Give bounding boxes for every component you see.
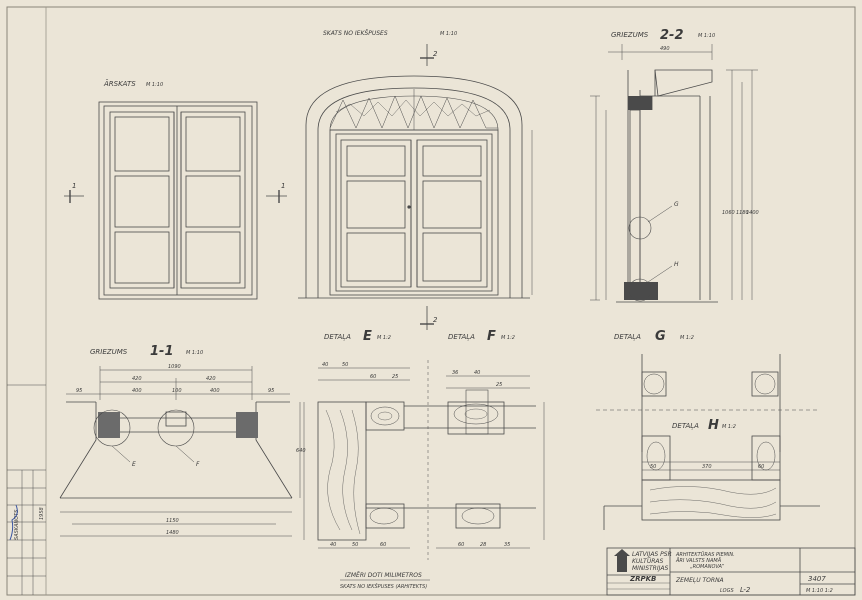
griez11-title: GRIEZUMS: [90, 348, 128, 356]
section-mark-2-bottom: [420, 306, 434, 330]
dim-f-4: 28: [480, 542, 486, 548]
dim-g11-r1-1: 400: [132, 388, 142, 394]
callout-g: G: [674, 201, 679, 208]
detail-e-f-view: [303, 360, 545, 560]
callout-e: E: [132, 461, 136, 468]
callout-h: H: [674, 261, 679, 268]
detG-letter: G: [655, 329, 666, 344]
detF-title: DETAĻA: [448, 333, 475, 341]
dim-g11-r1-2: 100: [172, 388, 182, 394]
side-stamp-date: 1958: [39, 507, 45, 520]
dim-e-2: 60: [370, 374, 376, 380]
tb-org-code: ZRPKB: [629, 575, 656, 583]
tb-org-3: MINISTRIJAS: [632, 565, 668, 572]
side-stamp-label: SASKAŅOTS: [14, 509, 20, 540]
dim-g22-h1: 1180: [736, 210, 749, 216]
dim-f-0: 36: [452, 370, 458, 376]
dim-g11-top-total: 1090: [168, 364, 181, 370]
detF-scale: M 1:2: [501, 335, 515, 341]
dim-g11-r1-0: 95: [76, 388, 82, 394]
section-mark-1-left: [64, 190, 84, 203]
dim-f-1: 40: [474, 370, 480, 376]
callout-f: F: [196, 461, 200, 468]
arskats-scale: M 1:10: [146, 82, 163, 88]
arskats-view: [98, 101, 258, 300]
dim-g11-bot-total: 1150: [166, 518, 179, 524]
detG-title: DETAĻA: [614, 333, 641, 341]
detF-letter: F: [487, 329, 496, 344]
section-mark-top-label: 2: [433, 50, 438, 58]
detE-title: DETAĻA: [324, 333, 351, 341]
dim-h-2: 60: [758, 464, 764, 470]
dim-g22-h0: 1060: [722, 210, 735, 216]
title-block: [606, 547, 856, 596]
tb-org-1: LATVIJAS PSR: [632, 551, 672, 558]
section-mark-bottom-label: 2: [433, 316, 438, 324]
dim-f-5: 35: [504, 542, 510, 548]
griez11-scale: M 1:10: [186, 350, 203, 356]
detE-letter: E: [363, 329, 372, 344]
units-note: IZMĒRI DOTI MILIMETROS: [345, 572, 422, 579]
griez11-number: 1-1: [150, 344, 174, 359]
section-mark-1-right: [266, 190, 287, 203]
tb-project-3: „ROMANOVA”: [690, 564, 724, 570]
dim-e-5: 50: [352, 542, 358, 548]
dim-g11-side: 640: [296, 448, 306, 454]
tb-sheet-label: LOGS: [720, 588, 734, 594]
dim-e-6: 60: [380, 542, 386, 548]
dim-e-4: 40: [330, 542, 336, 548]
griezums-1-1-view: [59, 366, 301, 537]
dim-g22-top: 490: [660, 46, 670, 52]
detG-scale: M 1:2: [680, 335, 694, 341]
tower-logo: [614, 549, 630, 572]
tb-scale: M 1:10 1:2: [806, 588, 833, 594]
skats-view: [298, 75, 533, 299]
tb-object: ZEMEĻU TORNA: [675, 577, 724, 584]
dim-g11-top-right: 420: [206, 376, 216, 382]
dim-g11-top-left: 420: [132, 376, 142, 382]
detH-title: DETAĻA: [672, 422, 699, 430]
griez22-title: GRIEZUMS: [611, 31, 649, 39]
detail-g-h-view: [596, 354, 820, 530]
tb-project-1: ARHITEKTŪRAS PIEMIN.: [675, 551, 735, 558]
detH-scale: M 1:2: [722, 424, 736, 430]
detE-scale: M 1:2: [377, 335, 391, 341]
tb-project-2: ĀRI VALSTS NAMĀ: [675, 557, 722, 564]
dim-h-1: 370: [702, 464, 712, 470]
dim-e-3: 25: [392, 374, 398, 380]
section-mark-left-label: 1: [72, 182, 76, 190]
skats-scale: M 1:10: [440, 31, 457, 37]
dim-f-2: 25: [496, 382, 502, 388]
tb-number: 3407: [808, 575, 826, 583]
skats-title: SKATS NO IEKŠPUSES: [323, 30, 388, 37]
tb-sheet-no: L-2: [740, 586, 751, 594]
arskats-title: ĀRSKATS: [103, 79, 136, 88]
tb-org-2: KULTŪRAS: [632, 558, 663, 565]
view-note: SKATS NO IEKŠPUSES (ARHITEKTS): [340, 583, 427, 590]
griez22-number: 2-2: [660, 28, 684, 43]
dim-f-3: 60: [458, 542, 464, 548]
section-mark-right-label: 1: [281, 182, 285, 190]
side-stamp-grid: [7, 384, 46, 595]
dim-g11-bot-overall: 1480: [166, 530, 179, 536]
dim-g11-r1-3: 400: [210, 388, 220, 394]
dim-e-1: 50: [342, 362, 348, 368]
section-mark-2-top: [420, 44, 434, 66]
dim-g22-h2: 1400: [746, 210, 759, 216]
signature-mark: [9, 504, 18, 541]
drawing-border: [6, 6, 856, 596]
griezums-2-2-view: [590, 44, 758, 303]
detH-letter: H: [708, 418, 719, 433]
dim-h-0: 50: [650, 464, 656, 470]
dim-g11-r1-4: 95: [268, 388, 274, 394]
griez22-scale: M 1:10: [698, 33, 715, 39]
dim-e-0: 40: [322, 362, 328, 368]
